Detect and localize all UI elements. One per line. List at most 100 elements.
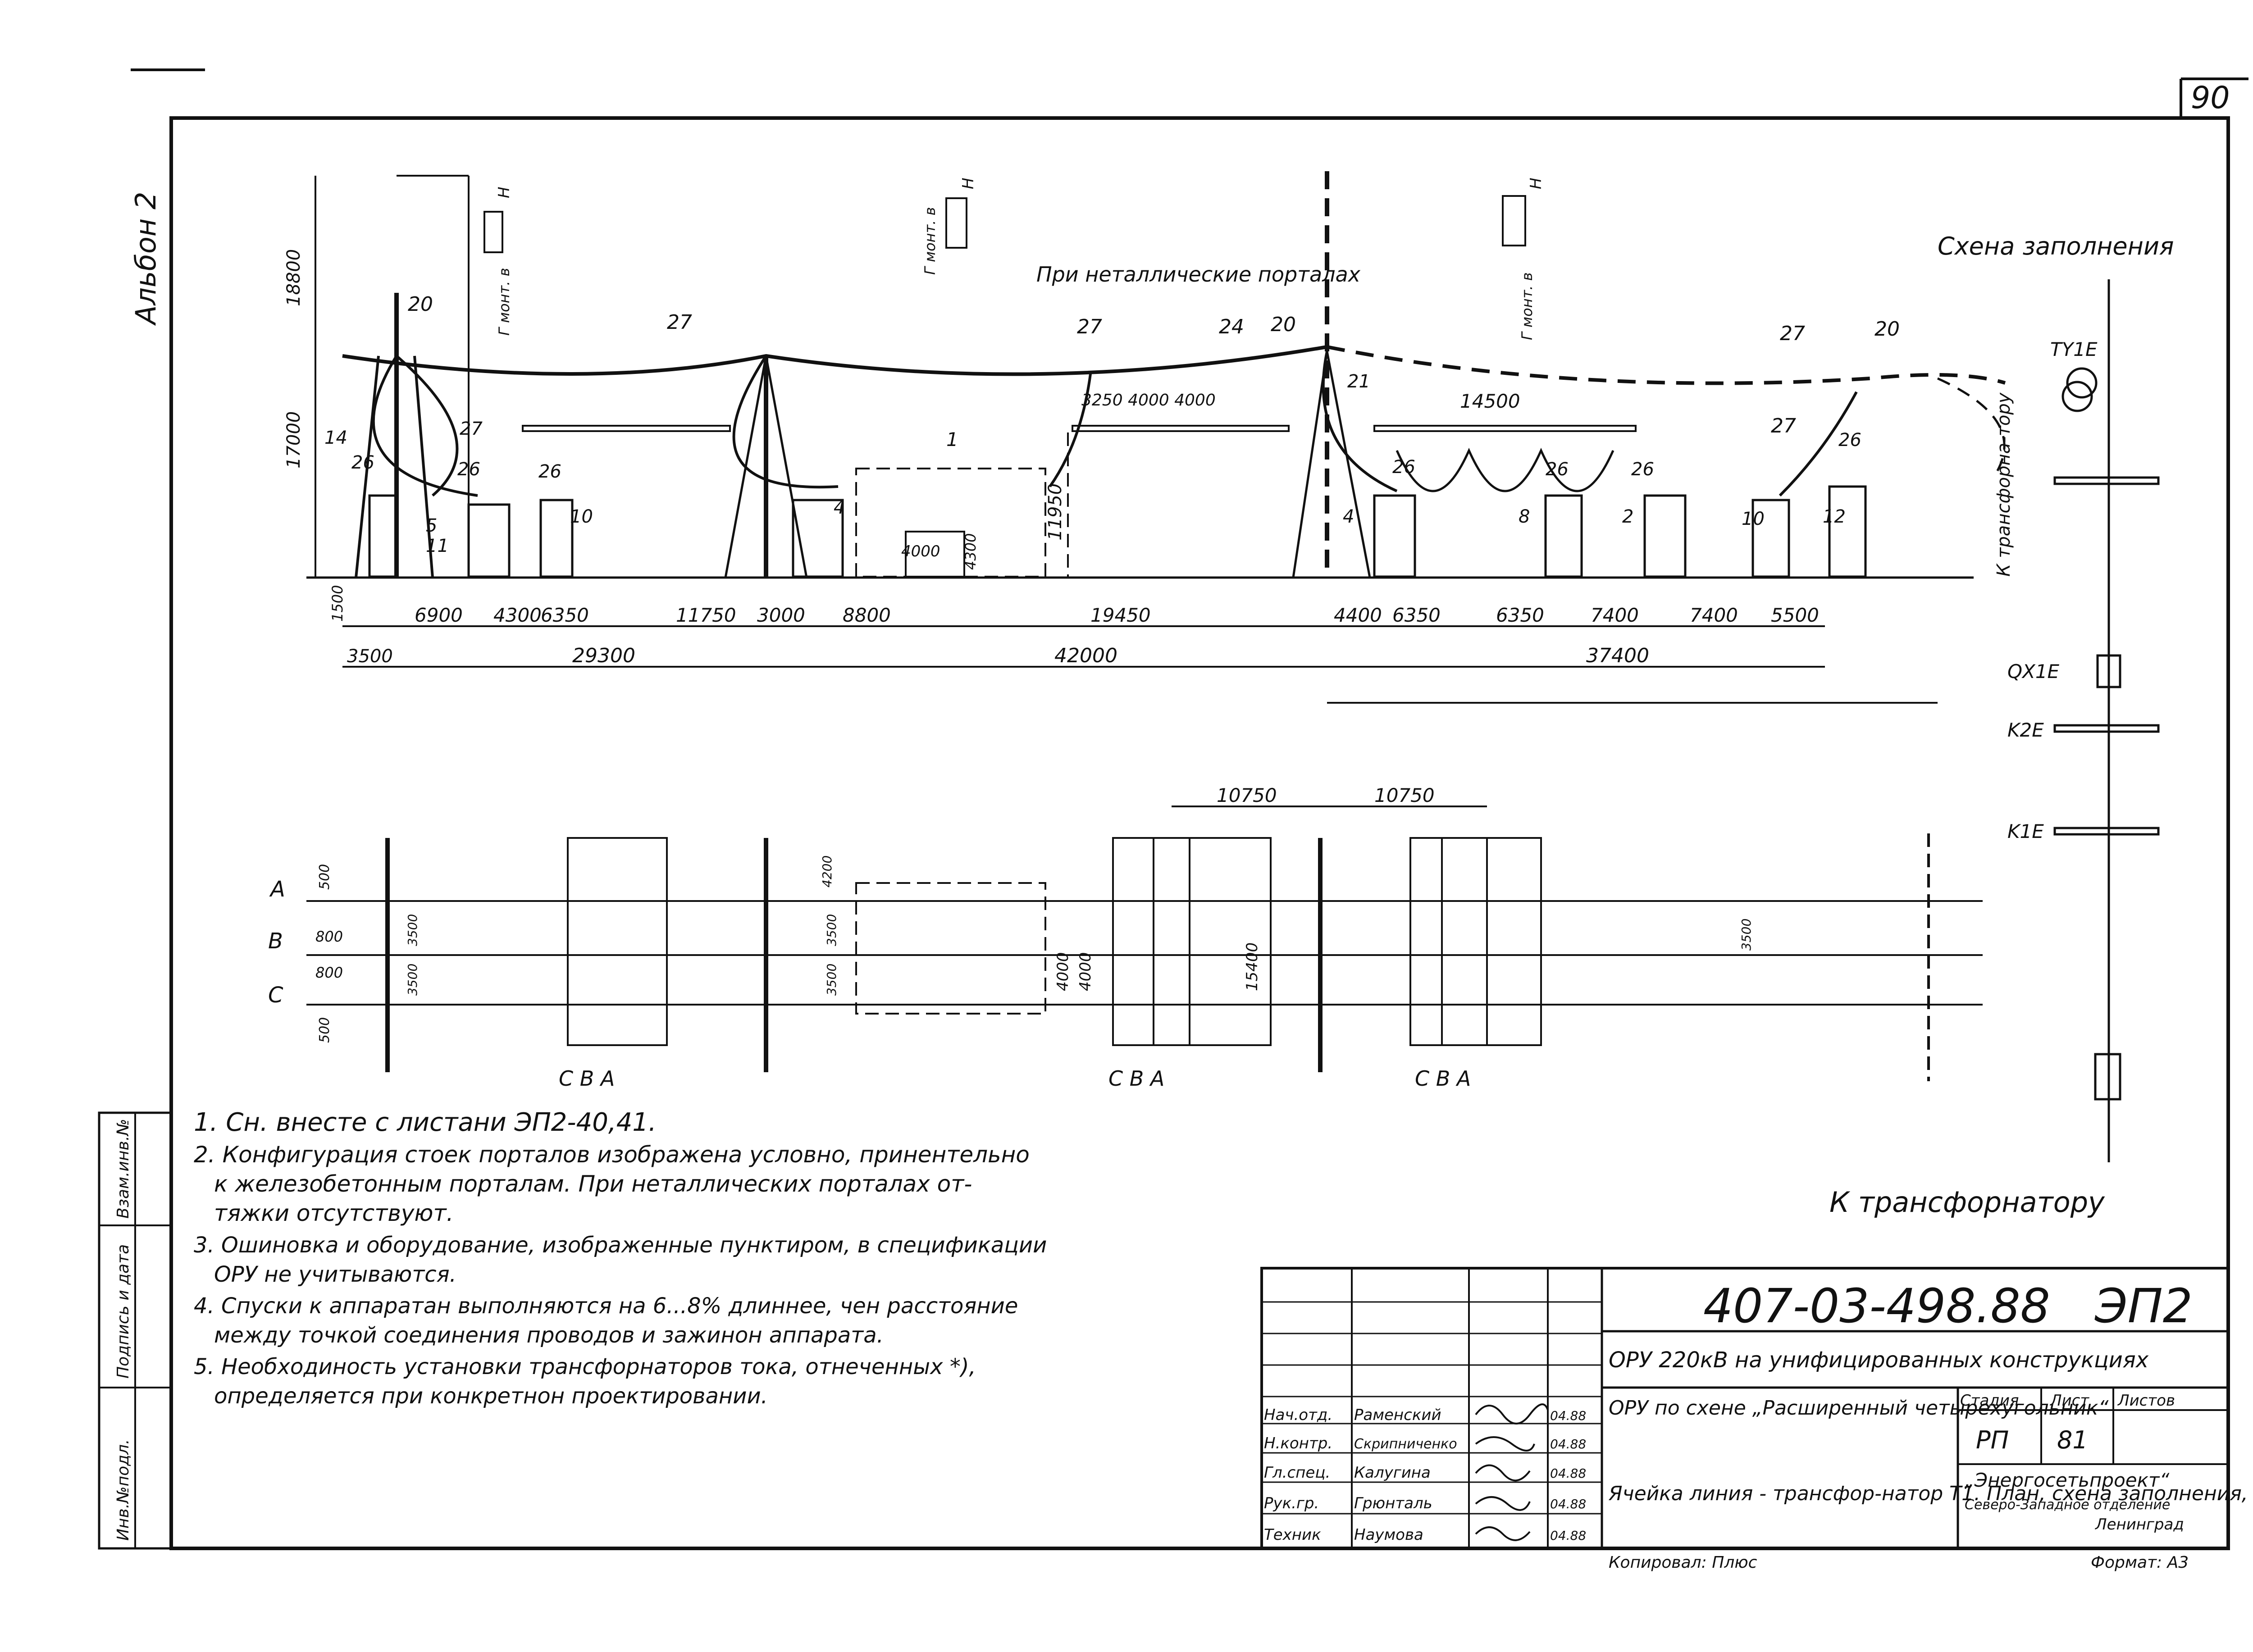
- plan-phase-marks-0: C B A: [559, 1066, 615, 1091]
- header-stage: Стадия: [1960, 1392, 2019, 1410]
- dim-misc-2: 1: [946, 428, 958, 451]
- staff-date: 04.88: [1550, 1466, 1586, 1481]
- staff-name: Наумова: [1354, 1526, 1423, 1544]
- dim-top-7: 19450: [1090, 604, 1151, 626]
- staff-date: 04.88: [1550, 1497, 1586, 1511]
- sheet-title: Ячейка линия - трансфор-натор Т1. План, …: [1608, 1482, 2253, 1505]
- callout: 5: [426, 515, 437, 536]
- callout: 24: [1219, 315, 1244, 338]
- header-sheet: Лист: [2049, 1392, 2089, 1410]
- plan-spacing-0: 500: [317, 864, 333, 890]
- h-label-2: H: [959, 177, 977, 189]
- callout: 26: [538, 461, 561, 482]
- plan-dim-6: 4000: [1076, 952, 1095, 991]
- dim-top-0: 3500: [347, 646, 393, 667]
- note-line: 1. Сн. внесте с листани ЭП2-40,41.: [194, 1108, 657, 1137]
- callout: 27: [1077, 315, 1102, 338]
- staff-date: 04.88: [1550, 1437, 1586, 1452]
- callout: 27: [1780, 322, 1805, 345]
- mount-label-2: Г монт. в: [921, 207, 939, 275]
- scheme-to-transformer-vertical: К трансфорна-тору: [1993, 392, 2014, 577]
- title-block: [1260, 1267, 2230, 1550]
- scheme-label-k1e: K1E: [2007, 820, 2044, 842]
- document-code: 407-03-498.88 ЭП2: [1703, 1279, 2193, 1333]
- sheet-number: 81: [2057, 1426, 2088, 1454]
- dim-top-9: 6350: [1392, 604, 1441, 626]
- dim-top-3: 6350: [541, 604, 589, 626]
- portal-posts: [355, 171, 1371, 578]
- overhead-wire-dashed: [1327, 345, 2006, 385]
- dim-misc-1: 14500: [1460, 390, 1520, 412]
- metal-portal-note: При неталлические порталах: [1036, 262, 1361, 287]
- callout: 26: [1392, 457, 1415, 478]
- organization-branch: Северо-Западное отделение: [1965, 1497, 2170, 1513]
- note-line: тяжки отсутствуют.: [214, 1200, 454, 1226]
- page-number: 90: [2191, 80, 2230, 116]
- dim-top-13: 5500: [1771, 604, 1819, 626]
- dim-total-1: 42000: [1054, 644, 1117, 667]
- scheme-title: Схена заполнения: [1938, 232, 2174, 260]
- plan-spacing-1: 800: [315, 928, 343, 945]
- callout: 26: [1631, 459, 1654, 480]
- staff-name: Калугина: [1354, 1464, 1431, 1482]
- sheet-format: Формат: А3: [2091, 1553, 2189, 1572]
- plan-dim-1: 3500: [405, 964, 420, 996]
- callout: 26: [351, 452, 374, 473]
- callout: 14: [324, 428, 347, 448]
- section-view: [306, 171, 2006, 704]
- dim-top-11: 7400: [1591, 604, 1639, 626]
- plan-dim-5: 4000: [1054, 952, 1072, 991]
- callout: 10: [570, 506, 593, 527]
- overhead-wire: [342, 345, 1327, 376]
- staff-role: Н.контр.: [1264, 1434, 1332, 1452]
- staff-date: 04.88: [1550, 1528, 1586, 1543]
- sheet-frame: [131, 68, 2248, 1550]
- dim-top-8: 4400: [1334, 604, 1382, 626]
- scheme-name: ОРУ по схене „Расширенный четырехугольни…: [1609, 1397, 2109, 1420]
- scheme-to-transformer: К трансфорнатору: [1829, 1186, 2105, 1219]
- plan-dim-top-1: 10750: [1374, 784, 1435, 806]
- side-stamp-replace: Взам.инв.№: [114, 1119, 132, 1219]
- dim-top-10: 6350: [1496, 604, 1544, 626]
- note-line: к железобетонным порталам. При неталличе…: [214, 1171, 972, 1197]
- staff-role: Техник: [1264, 1526, 1321, 1544]
- note-line: ОРУ не учитываются.: [214, 1262, 456, 1287]
- phase-a: A: [269, 877, 285, 902]
- organization-city: Ленинград: [2094, 1515, 2184, 1534]
- signature-marks: [1475, 1403, 1549, 1541]
- note-line: определяется при конкретнон проектирован…: [214, 1383, 768, 1409]
- plan-phase-marks-1: C B A: [1108, 1066, 1164, 1091]
- callout: 26: [1838, 430, 1861, 451]
- callout: 27: [667, 311, 692, 334]
- staff-role: Рук.гр.: [1264, 1494, 1319, 1512]
- staff-date: 04.88: [1550, 1408, 1586, 1423]
- note-line: 5. Необходиность установки трансфорнатор…: [194, 1354, 976, 1379]
- equipment: [368, 468, 1867, 578]
- note-line: 4. Спуски к аппаратан выполняются на 6..…: [194, 1293, 1018, 1319]
- dim-vert-5: 11950: [1045, 483, 1066, 541]
- dim-vert-2: 1500: [329, 585, 346, 622]
- phase-b: B: [268, 928, 283, 954]
- callout: 20: [1271, 313, 1296, 336]
- album-label: Альбон 2: [129, 192, 162, 326]
- staff-role: Нач.отд.: [1264, 1406, 1332, 1424]
- callout: 4: [1343, 506, 1354, 527]
- plan-dim-2: 4200: [820, 856, 835, 887]
- plan-dim-8: 3500: [1739, 919, 1754, 951]
- note-line: 3. Ошиновка и оборудование, изображенные…: [194, 1233, 1047, 1258]
- callout: 4: [834, 497, 845, 518]
- dim-top-5: 3000: [757, 604, 805, 626]
- fill-scheme: [2053, 279, 2160, 1162]
- dim-total-0: 29300: [572, 644, 635, 667]
- scheme-label-ty1e: TY1E: [2050, 338, 2098, 360]
- plan-dim-7: 15400: [1243, 942, 1261, 991]
- scheme-label-qx1e: QX1E: [2007, 660, 2060, 683]
- callout: 8: [1519, 506, 1530, 527]
- plan-spacing-2: 800: [315, 964, 343, 981]
- staff-name: Грюнталь: [1354, 1494, 1432, 1512]
- notes: 1. Сн. внесте с листани ЭП2-40,41. 2. Ко…: [194, 1108, 1047, 1409]
- plan-dim-4: 3500: [824, 964, 839, 996]
- dim-top-6: 8800: [843, 604, 891, 626]
- dim-total-2: 37400: [1586, 644, 1649, 667]
